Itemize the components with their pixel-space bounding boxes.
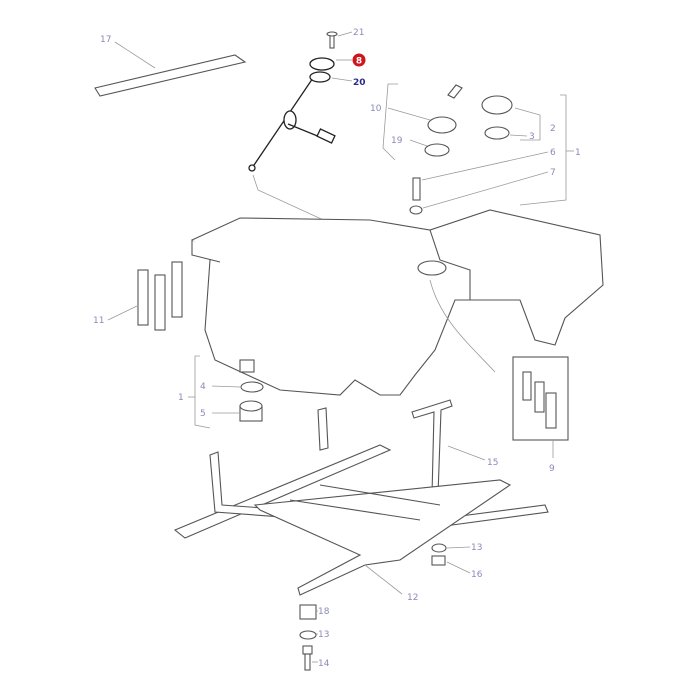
part-13-washer-lower[interactable] xyxy=(299,630,318,640)
callout-9[interactable]: 9 xyxy=(549,464,555,474)
part-1-fuel-tank[interactable] xyxy=(191,209,604,396)
part-11-blocks[interactable] xyxy=(107,261,183,331)
part-14-bolt[interactable] xyxy=(302,645,318,671)
callout-16[interactable]: 16 xyxy=(471,570,483,580)
callout-6[interactable]: 6 xyxy=(550,148,556,158)
callout-5[interactable]: 5 xyxy=(200,409,206,419)
callout-4[interactable]: 4 xyxy=(200,382,206,392)
part-9-kit[interactable] xyxy=(512,356,569,458)
part-19-seal[interactable] xyxy=(409,139,450,157)
callout-1-left[interactable]: 1 xyxy=(178,393,184,403)
part-7-washer[interactable] xyxy=(409,171,549,215)
part-21-screw[interactable] xyxy=(326,31,353,49)
part-12-frame[interactable] xyxy=(173,407,549,596)
part-4-seal[interactable] xyxy=(211,381,264,393)
callout-3[interactable]: 3 xyxy=(529,132,535,142)
part-16-nut[interactable] xyxy=(431,555,471,574)
callout-15[interactable]: 15 xyxy=(487,458,498,468)
callout-20[interactable]: 20 xyxy=(353,78,366,88)
part-10-locking-cap[interactable] xyxy=(387,84,463,134)
part-13-washer-upper[interactable] xyxy=(431,543,471,553)
part-17-strip[interactable] xyxy=(94,41,247,97)
callout-18[interactable]: 18 xyxy=(318,607,330,617)
callout-2[interactable]: 2 xyxy=(550,124,556,134)
callout-8-highlighted[interactable]: 8 xyxy=(352,53,366,67)
part-2-cap[interactable] xyxy=(481,95,541,141)
part-15-bolt[interactable] xyxy=(411,399,486,496)
part-18-spacer[interactable] xyxy=(299,604,318,620)
callout-11[interactable]: 11 xyxy=(93,316,104,326)
callout-12[interactable]: 12 xyxy=(407,593,418,603)
part-5-nut[interactable] xyxy=(212,400,263,422)
callout-7[interactable]: 7 xyxy=(550,168,556,178)
callout-10[interactable]: 10 xyxy=(370,104,382,114)
callout-17[interactable]: 17 xyxy=(100,35,111,45)
callout-14[interactable]: 14 xyxy=(318,659,330,669)
callout-13-upper[interactable]: 13 xyxy=(471,543,482,553)
part-6-bolt[interactable] xyxy=(412,151,549,201)
part-8-fuel-sender[interactable] xyxy=(248,57,401,256)
callout-1-top[interactable]: 1 xyxy=(575,148,581,158)
callout-13-lower[interactable]: 13 xyxy=(318,630,329,640)
callout-19[interactable]: 19 xyxy=(391,136,403,146)
callout-21[interactable]: 21 xyxy=(353,28,364,38)
callout-8: 8 xyxy=(356,57,362,67)
